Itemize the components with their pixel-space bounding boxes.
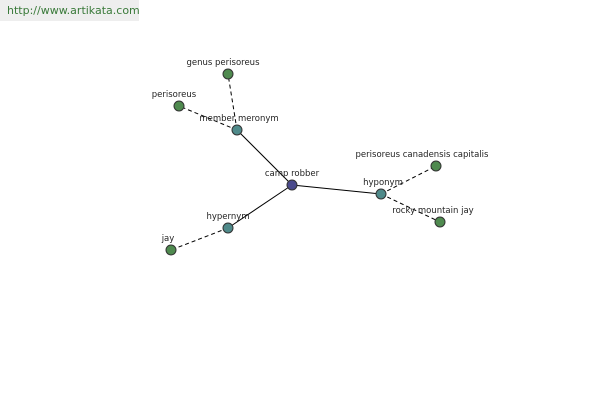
label-perisoreus: perisoreus xyxy=(152,90,197,100)
label-camp-robber: camp robber xyxy=(265,169,320,179)
label-genus-perisoreus: genus perisoreus xyxy=(187,58,261,68)
node-hypernym[interactable] xyxy=(222,222,234,234)
node-jay[interactable] xyxy=(165,244,177,256)
label-jay: jay xyxy=(161,234,175,244)
edge-member-meronym-to-genus-perisoreus xyxy=(227,73,238,131)
nodes-layer xyxy=(165,68,446,256)
edge-member-meronym-to-perisoreus xyxy=(178,105,238,131)
node-camp-robber[interactable] xyxy=(286,179,298,191)
watermark-url: http://www.artikata.com xyxy=(0,0,140,21)
edge-hypernym-to-jay xyxy=(170,227,229,251)
edge-hyponym-to-rocky-mountain-jay xyxy=(380,193,441,223)
edge-camp-robber-to-member-meronym xyxy=(236,129,293,186)
node-perisoreus-canadensis-capitalis[interactable] xyxy=(430,160,442,172)
node-rocky-mountain-jay[interactable] xyxy=(434,216,446,228)
node-hyponym[interactable] xyxy=(375,188,387,200)
label-perisoreus-canadensis-capitalis: perisoreus canadensis capitalis xyxy=(356,150,489,160)
edge-camp-robber-to-hyponym xyxy=(291,184,382,195)
node-perisoreus[interactable] xyxy=(173,100,185,112)
edges-layer xyxy=(170,73,441,251)
label-member-meronym: member meronym xyxy=(199,114,278,124)
edge-hyponym-to-perisoreus-canadensis-capitalis xyxy=(380,165,437,195)
node-genus-perisoreus[interactable] xyxy=(222,68,234,80)
label-hypernym: hypernym xyxy=(206,212,249,222)
labels-layer: camp robber member meronym hyponym hypernym… xyxy=(152,58,489,244)
node-member-meronym[interactable] xyxy=(231,124,243,136)
edge-camp-robber-to-hypernym xyxy=(227,184,293,229)
label-rocky-mountain-jay: rocky mountain jay xyxy=(392,206,473,216)
label-hyponym: hyponym xyxy=(363,178,403,188)
